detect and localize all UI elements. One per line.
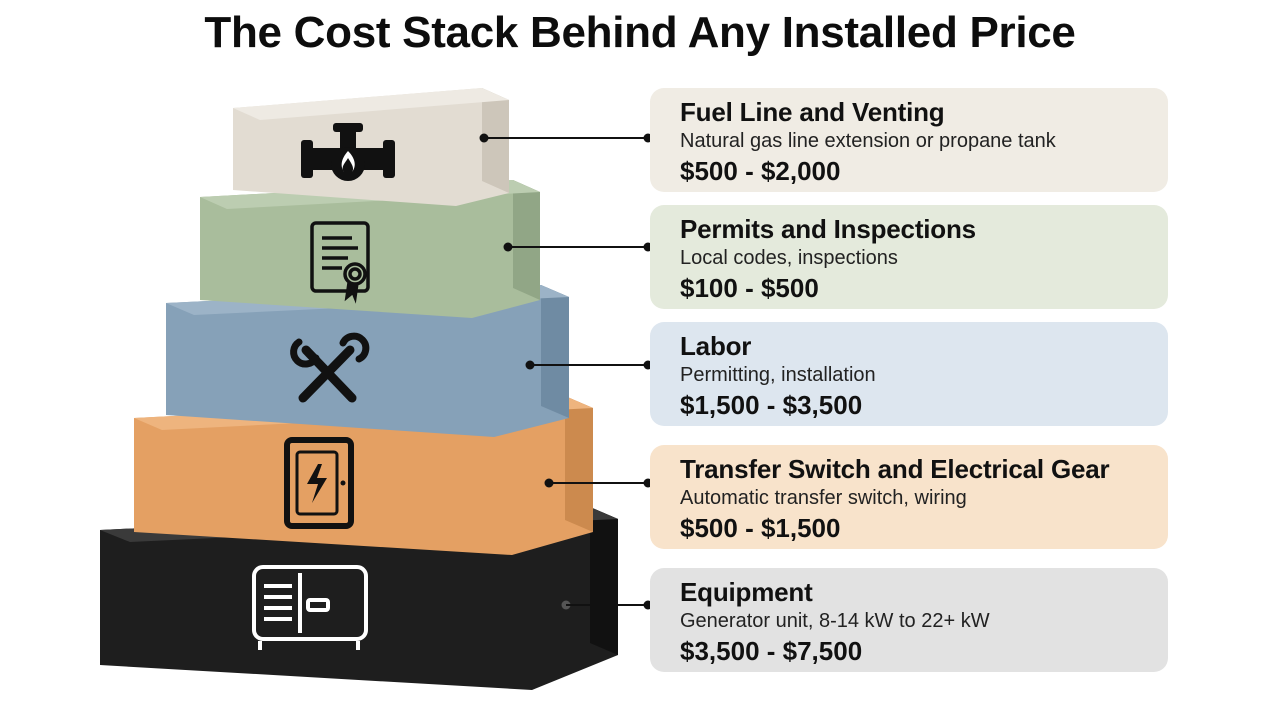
layer-description: Permitting, installation [680, 364, 876, 386]
layer-price: $100 - $500 [680, 273, 819, 303]
stack-block-permits [200, 180, 540, 318]
page-title: The Cost Stack Behind Any Installed Pric… [204, 8, 1076, 57]
certificate-icon [310, 221, 370, 304]
layer-price: $500 - $2,000 [680, 156, 841, 186]
layer-price: $1,500 - $3,500 [680, 390, 863, 420]
layer-name: Permits and Inspections [680, 214, 976, 244]
cost-card-permits: Permits and Inspections Local codes, ins… [650, 205, 1168, 309]
gas-valve-flame-icon [301, 123, 395, 181]
cost-card-transfer-switch: Transfer Switch and Electrical Gear Auto… [650, 445, 1168, 549]
layer-description: Local codes, inspections [680, 247, 898, 269]
layer-price: $3,500 - $7,500 [680, 636, 863, 666]
wrench-screwdriver-icon [290, 332, 370, 403]
layer-price: $500 - $1,500 [680, 513, 841, 543]
layer-name: Labor [680, 331, 752, 361]
stack-block-fuel-line [233, 88, 509, 206]
electrical-panel-icon [284, 437, 354, 529]
cost-card-labor: Labor Permitting, installation $1,500 - … [650, 322, 1168, 426]
layer-description: Natural gas line extension or propane ta… [680, 130, 1056, 152]
cost-card-fuel-line: Fuel Line and Venting Natural gas line e… [650, 88, 1168, 192]
layer-description: Generator unit, 8-14 kW to 22+ kW [680, 610, 990, 632]
generator-icon [252, 565, 368, 650]
layer-name: Equipment [680, 577, 813, 607]
layer-description: Automatic transfer switch, wiring [680, 487, 967, 509]
cost-card-equipment: Equipment Generator unit, 8-14 kW to 22+… [650, 568, 1168, 672]
layer-name: Fuel Line and Venting [680, 97, 945, 127]
layer-name: Transfer Switch and Electrical Gear [680, 454, 1110, 484]
